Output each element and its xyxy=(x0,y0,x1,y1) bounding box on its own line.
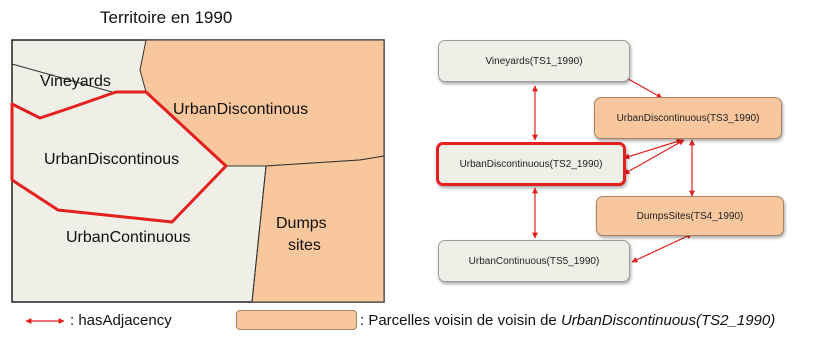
legend-swatch-prefix: : Parcelles voisin de voisin de xyxy=(360,312,561,329)
label-urban-discontinous-selected: UrbanDiscontinous xyxy=(44,151,179,168)
node-ts4-dumps-sites: DumpsSites(TS4_1990) xyxy=(596,196,784,236)
node-ts3-urban-discontinuous: UrbanDiscontinuous(TS3_1990) xyxy=(594,97,782,139)
region-urban-discontinous-selected xyxy=(10,90,228,224)
label-vineyards: Vineyards xyxy=(40,73,111,90)
legend-swatch xyxy=(236,310,357,330)
map-title: Territoire en 1990 xyxy=(100,8,233,27)
label-urban-continuous: UrbanContinuous xyxy=(66,229,191,246)
label-dumps-line2: sites xyxy=(288,237,321,254)
label-urban-discontinous-top: UrbanDiscontinous xyxy=(173,101,308,118)
node-ts5-urban-continuous: UrbanContinuous(TS5_1990) xyxy=(438,240,630,282)
edge-ts2-ts4 xyxy=(623,139,685,175)
legend-swatch-italic: UrbanDiscontinuous(TS2_1990) xyxy=(560,312,776,329)
node-ts1-vineyards: Vineyards(TS1_1990) xyxy=(438,40,630,82)
border-line xyxy=(226,165,267,303)
legend-arrow-label: : hasAdjacency xyxy=(70,312,172,329)
edge-ts2-ts3 xyxy=(623,138,683,160)
node-ts2-urban-discontinuous-selected: UrbanDiscontinuous(TS2_1990) xyxy=(436,142,626,186)
label-dumps-line1: Dumps xyxy=(276,215,327,232)
edge-ts4-ts5 xyxy=(631,233,693,263)
legend-swatch-text: : Parcelles voisin de voisin de UrbanDis… xyxy=(360,312,775,329)
